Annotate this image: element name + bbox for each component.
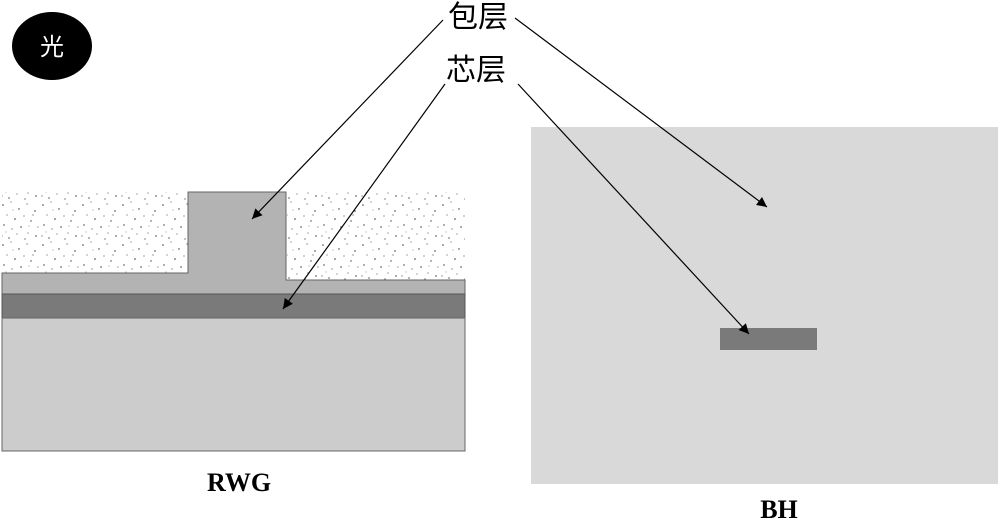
rwg-speckle-right: [287, 192, 465, 280]
core-label: 芯层: [446, 53, 506, 88]
rwg-speckle-left: [2, 192, 188, 274]
rwg-substrate: [1, 317, 466, 452]
bh-label: BH: [760, 495, 798, 521]
cladding-label: 包层: [448, 0, 508, 35]
arrow-core-to-bh: [517, 83, 750, 335]
arrow-cladding-to-rwg: [251, 19, 444, 220]
arrow-cladding-to-bh: [514, 17, 768, 208]
rwg-label: RWG: [207, 468, 271, 497]
rwg-structure: RWG: [1, 191, 466, 497]
arrow-core-to-rwg: [282, 83, 446, 310]
bh-cladding: [531, 127, 998, 484]
badge-label: 光: [40, 33, 64, 61]
bh-structure: BH: [531, 127, 998, 521]
light-badge: 光: [12, 12, 92, 80]
badge-circle: [12, 12, 92, 80]
rwg-core-layer: [1, 293, 466, 319]
bh-core: [720, 328, 817, 350]
